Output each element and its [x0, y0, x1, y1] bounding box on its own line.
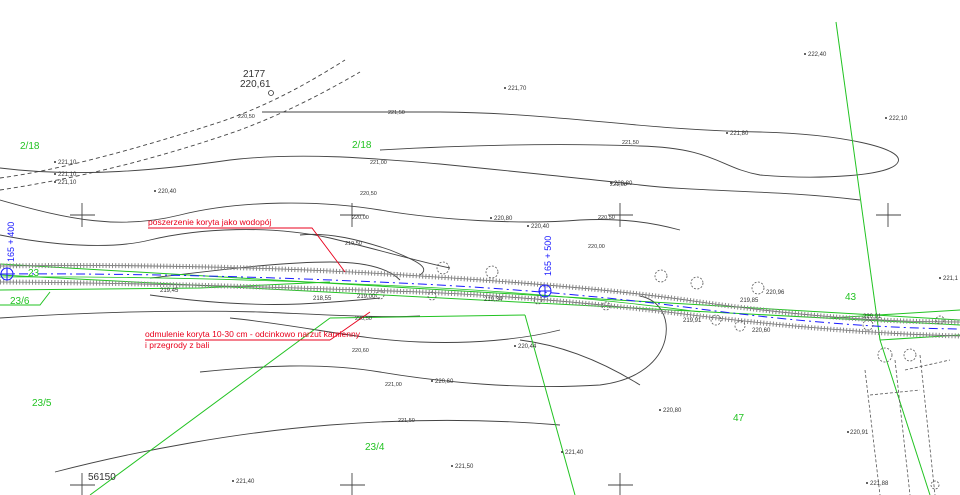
spot-elevation: 221,70 [508, 86, 527, 92]
spot-elevations: 222,40 221,70 222,10 221,80 221,10 221,1… [58, 52, 959, 487]
parcel-label: 47 [733, 413, 745, 424]
spot-elevation: 220,80 [494, 216, 513, 222]
contour-label: 221,50 [622, 140, 639, 146]
annotation-widening: poszerzenie koryta jako wodopój [148, 217, 271, 227]
spot-elevation: 218,55 [313, 296, 332, 302]
spot-elevation: 220,96 [766, 290, 785, 296]
spot-elevation: 221,40 [565, 450, 584, 456]
survey-point-marker [268, 90, 274, 96]
contour-label: 220,00 [352, 215, 369, 221]
spot-elevation: 220,44 [518, 344, 537, 350]
spot-elevation: 222,40 [808, 52, 827, 58]
dashed-contours [0, 59, 361, 191]
river-channel [0, 262, 960, 339]
point-number: 2177 [243, 69, 266, 80]
spot-elevation: 220,80 [663, 408, 682, 414]
spot-elevation: 220,60 [435, 379, 454, 385]
parcel-label: 23/4 [365, 442, 385, 453]
spot-elevation: 220,01 [863, 314, 882, 320]
road-lines [864, 354, 951, 495]
grid-crosses [70, 203, 901, 495]
parcel-label: 23/6 [10, 296, 30, 307]
spot-elevation: 221,40 [236, 479, 255, 485]
spot-elevation: 220,40 [158, 189, 177, 195]
parcel-label: 2/18 [352, 140, 372, 151]
annotation-leaders [145, 227, 371, 341]
spot-elevation: 221,1 [943, 276, 959, 282]
contour-label: 221,00 [610, 182, 627, 188]
spot-elevation: 220,60 [752, 328, 771, 334]
contour-label: 221,00 [385, 382, 402, 388]
contour-label: 220,50 [360, 191, 377, 197]
spot-elevation: 219,91 [683, 318, 702, 324]
annotation-desilting-2: i przegrody z bali [145, 340, 209, 350]
contour-label: 220,50 [598, 215, 615, 221]
point-number: 56150 [88, 472, 116, 483]
spot-elevation: 219,34 [484, 297, 503, 303]
contour-label: 220,50 [238, 114, 255, 120]
spot-dots [54, 53, 941, 484]
contour-labels: 221,50 221,50 221,00 221,00 220,50 220,5… [238, 110, 639, 424]
spot-elevation: 221,10 [58, 160, 77, 166]
spot-elevation: 219,45 [160, 288, 179, 294]
spot-elevation: 220,40 [531, 224, 550, 230]
spot-elevation: 219,85 [740, 298, 759, 304]
contour-label: 221,50 [388, 110, 405, 116]
tree-symbols [375, 261, 945, 490]
spot-elevation: 221,10 [58, 180, 77, 186]
parcel-label: 2/18 [20, 141, 40, 152]
parcel-boundaries [0, 21, 960, 495]
contour-label: 220,00 [588, 244, 605, 250]
contour-label: 219,50 [345, 241, 362, 247]
spot-elevation: 222,10 [889, 116, 908, 122]
spot-elevation: 220,91 [850, 430, 869, 436]
spot-elevation: 220,80 [614, 181, 633, 187]
chainage-label: 165 + 500 [543, 236, 553, 276]
contour-label: 220,60 [352, 348, 369, 354]
parcel-label: 23/5 [32, 398, 52, 409]
annotation-desilting: odmulenie koryta 10-30 cm - odcinkowo na… [145, 329, 361, 339]
spot-elevation: 219,00 [357, 294, 376, 300]
spot-elevation: 221,10 [58, 172, 77, 178]
contour-label: 220,50 [355, 316, 372, 322]
spot-elevation: 221,88 [870, 481, 889, 487]
contour-lines [0, 111, 899, 473]
spot-elevation: 221,80 [730, 131, 749, 137]
contour-label: 221,50 [398, 418, 415, 424]
axis-markers [0, 267, 552, 298]
chainage-label: 165 + 400 [6, 222, 16, 262]
contour-label: 221,00 [370, 160, 387, 166]
parcel-label: 43 [845, 292, 857, 303]
parcel-label: 23 [28, 268, 40, 279]
point-elevation: 220,61 [240, 79, 271, 90]
spot-elevation: 221,50 [455, 464, 474, 470]
